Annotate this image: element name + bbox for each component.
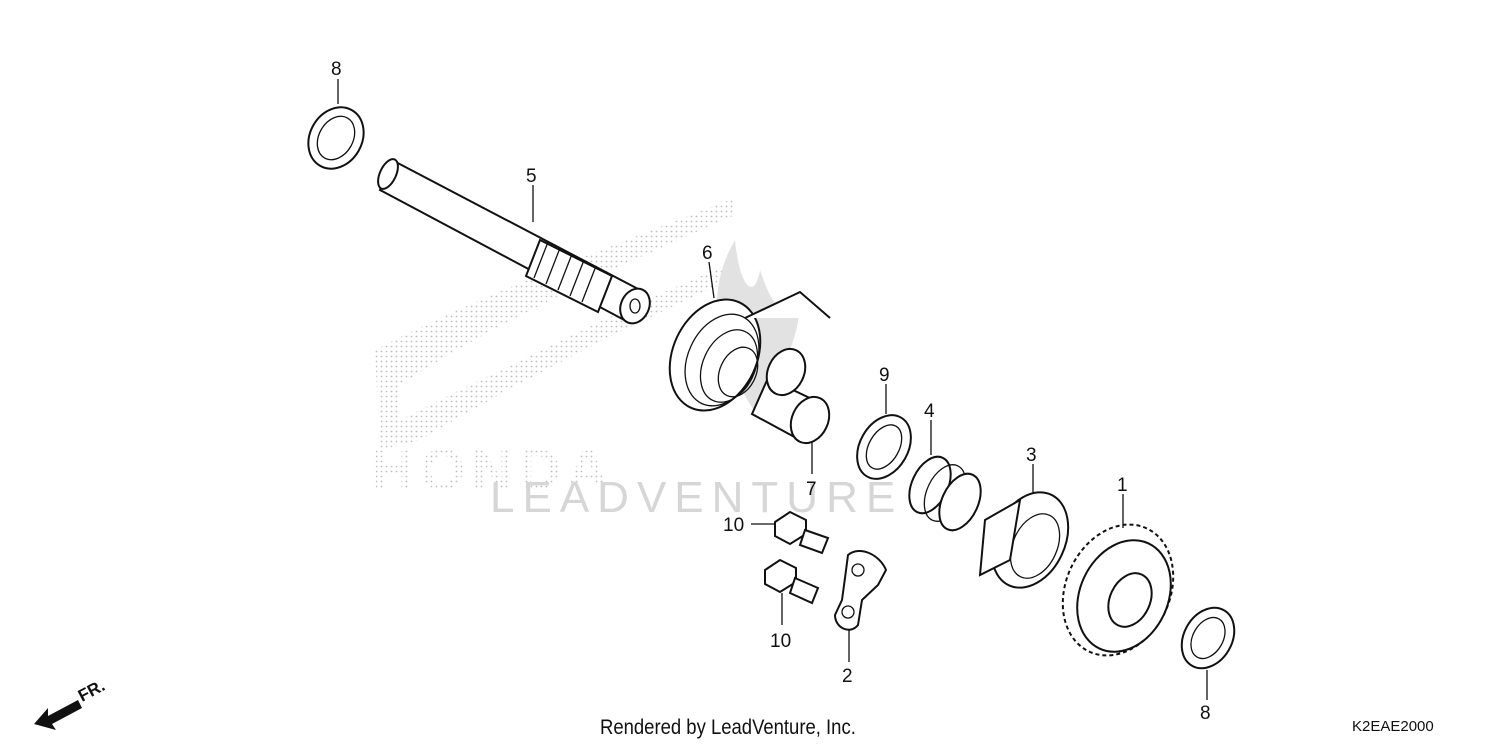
kick-starter-ratchet — [978, 491, 1070, 589]
callout-8-top: 8 — [331, 59, 342, 80]
flange-bolt-lower — [764, 558, 820, 605]
callout-1: 1 — [1117, 475, 1128, 496]
thrust-washer-top — [307, 106, 365, 170]
flange-bolt-upper — [774, 510, 830, 555]
front-direction-arrow-icon: FR. — [34, 676, 108, 730]
callout-2: 2 — [842, 666, 853, 687]
callout-6: 6 — [702, 243, 713, 264]
kick-starter-spindle — [377, 158, 651, 325]
diagram-code: K2EAE2000 — [1352, 718, 1434, 735]
leadventure-watermark-text: LEADVENTURE — [490, 473, 903, 522]
render-credit: Rendered by LeadVenture, Inc. — [600, 716, 856, 739]
callout-10-lower: 10 — [770, 631, 791, 652]
thrust-washer-bottom — [1180, 606, 1236, 670]
ratchet-spring — [908, 455, 982, 532]
spring-collar — [750, 347, 831, 445]
callout-3: 3 — [1026, 445, 1037, 466]
thrust-washer-mid — [856, 414, 912, 480]
front-marker-label: FR. — [75, 676, 108, 706]
callout-5: 5 — [526, 166, 537, 187]
leader-lines — [337, 79, 1208, 700]
callout-10-upper: 10 — [723, 515, 744, 536]
ratchet-guide-plate — [833, 550, 888, 631]
return-spring — [668, 290, 831, 412]
callout-8-bottom: 8 — [1200, 703, 1211, 724]
callout-4: 4 — [924, 401, 935, 422]
callout-7: 7 — [806, 479, 817, 500]
honda-watermark-text: HONDA — [372, 438, 615, 503]
kick-starter-idle-gear — [1061, 523, 1175, 657]
honda-wing-watermark — [375, 198, 735, 450]
callout-9: 9 — [879, 365, 890, 386]
